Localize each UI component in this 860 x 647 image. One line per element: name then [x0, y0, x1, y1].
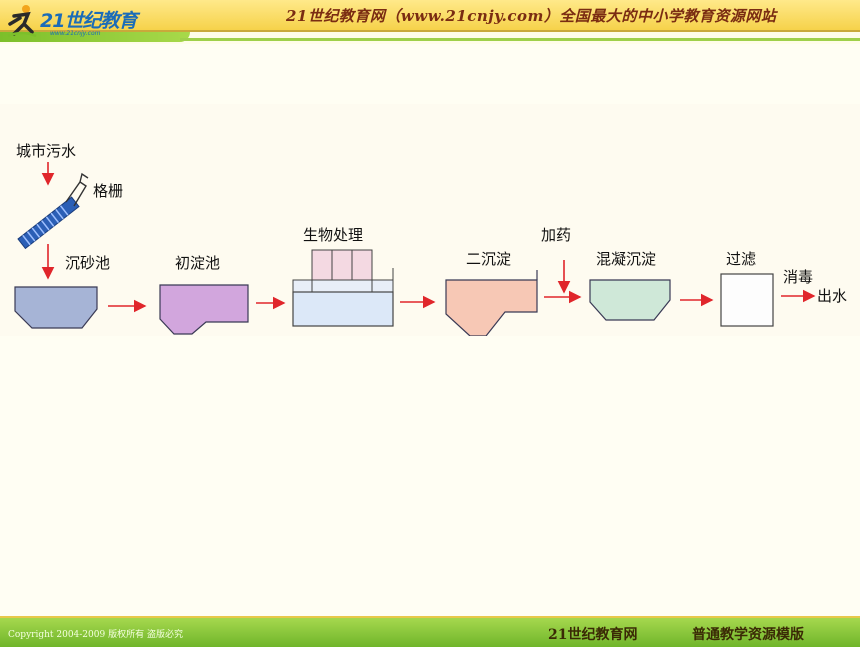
- coag-sedimentation-label: 混凝沉淀: [596, 250, 656, 268]
- bio-treatment-tank: [292, 249, 394, 327]
- filter-label: 过滤: [726, 250, 756, 268]
- dosing-label: 加药: [541, 226, 571, 244]
- header-green-accent: [0, 32, 190, 42]
- coag-sedimentation-tank: [589, 279, 671, 321]
- runner-logo-icon: [7, 5, 37, 38]
- outlet-label: 出水: [817, 287, 847, 305]
- copyright-text: Copyright 2004-2009 版权所有 盗版必究: [8, 630, 183, 640]
- filter-box: [720, 273, 774, 327]
- header-divider: [180, 38, 860, 41]
- secondary-clarifier-label: 二沉淀: [466, 250, 511, 268]
- disinfection-label: 消毒: [783, 268, 813, 286]
- grit-chamber-tank: [14, 286, 98, 329]
- primary-clarifier-label: 初淀池: [175, 254, 220, 272]
- primary-clarifier-tank: [159, 284, 249, 335]
- bio-treatment-label: 生物处理: [303, 226, 363, 244]
- footer-template-name: 普通教学资源模版: [692, 627, 804, 643]
- logo[interactable]: 21世纪教育 www.21cnjy.com: [6, 2, 176, 40]
- screen-label: 格栅: [93, 182, 123, 200]
- logo-text: 21世纪教育: [40, 10, 137, 32]
- grit-chamber-label: 沉砂池: [65, 254, 110, 272]
- wastewater-flow-diagram: 城市污水 格栅 沉砂池 初淀池 生物处理: [0, 104, 860, 336]
- footer: Copyright 2004-2009 版权所有 盗版必究 21世纪教育网 普通…: [0, 616, 860, 647]
- header-slogan: 21世纪教育网（www.21cnjy.com）全国最大的中小学教育资源网站: [286, 7, 777, 25]
- logo-url: www.21cnjy.com: [50, 30, 101, 37]
- bar-screen-icon: [17, 172, 89, 250]
- header-bar: [0, 0, 860, 32]
- secondary-clarifier-tank: [445, 279, 538, 336]
- source-label: 城市污水: [16, 142, 76, 160]
- header: 21世纪教育 www.21cnjy.com 21世纪教育网（www.21cnjy…: [0, 0, 860, 44]
- footer-brand[interactable]: 21世纪教育网: [548, 627, 638, 643]
